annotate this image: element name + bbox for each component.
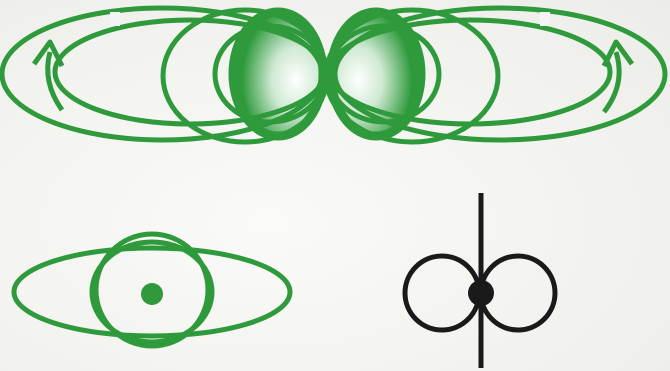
gap-mark-right	[540, 12, 550, 26]
center-dot	[141, 283, 163, 305]
gap-mark-left	[110, 12, 120, 26]
center-dot-dark	[468, 280, 494, 306]
bottom-left-pattern	[14, 234, 290, 346]
bottom-right-pattern	[405, 193, 555, 368]
left-lobe-circle	[405, 256, 479, 330]
top-pattern	[2, 8, 665, 142]
